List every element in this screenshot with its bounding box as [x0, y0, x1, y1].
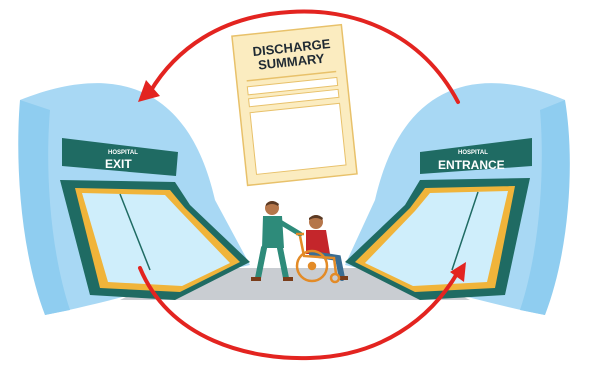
- patient-icon: [306, 215, 348, 281]
- entrance-door: HOSPITAL ENTRANCE: [345, 138, 532, 300]
- nurse-icon: [251, 201, 303, 281]
- wheelchair-icon: [295, 232, 341, 284]
- entrance-sign-small: HOSPITAL: [458, 150, 488, 156]
- document-title-line2: SUMMARY: [257, 51, 325, 73]
- top-arrowhead: [138, 80, 160, 102]
- exit-door: HOSPITAL EXIT: [60, 138, 250, 300]
- discharge-document-icon: DISCHARGE SUMMARY: [231, 23, 358, 187]
- bottom-arrowhead: [450, 262, 466, 282]
- cycle-arrow-icon: [138, 9, 460, 361]
- top-arc-arrow: [148, 9, 460, 104]
- exit-sign-board: [62, 138, 178, 176]
- entrance-sign-big: ENTRANCE: [438, 158, 505, 172]
- exit-sign-small: HOSPITAL: [108, 150, 138, 156]
- entrance-sign-board: [420, 138, 532, 174]
- bottom-arc-arrow: [138, 266, 460, 361]
- exit-sign-big: EXIT: [105, 157, 132, 171]
